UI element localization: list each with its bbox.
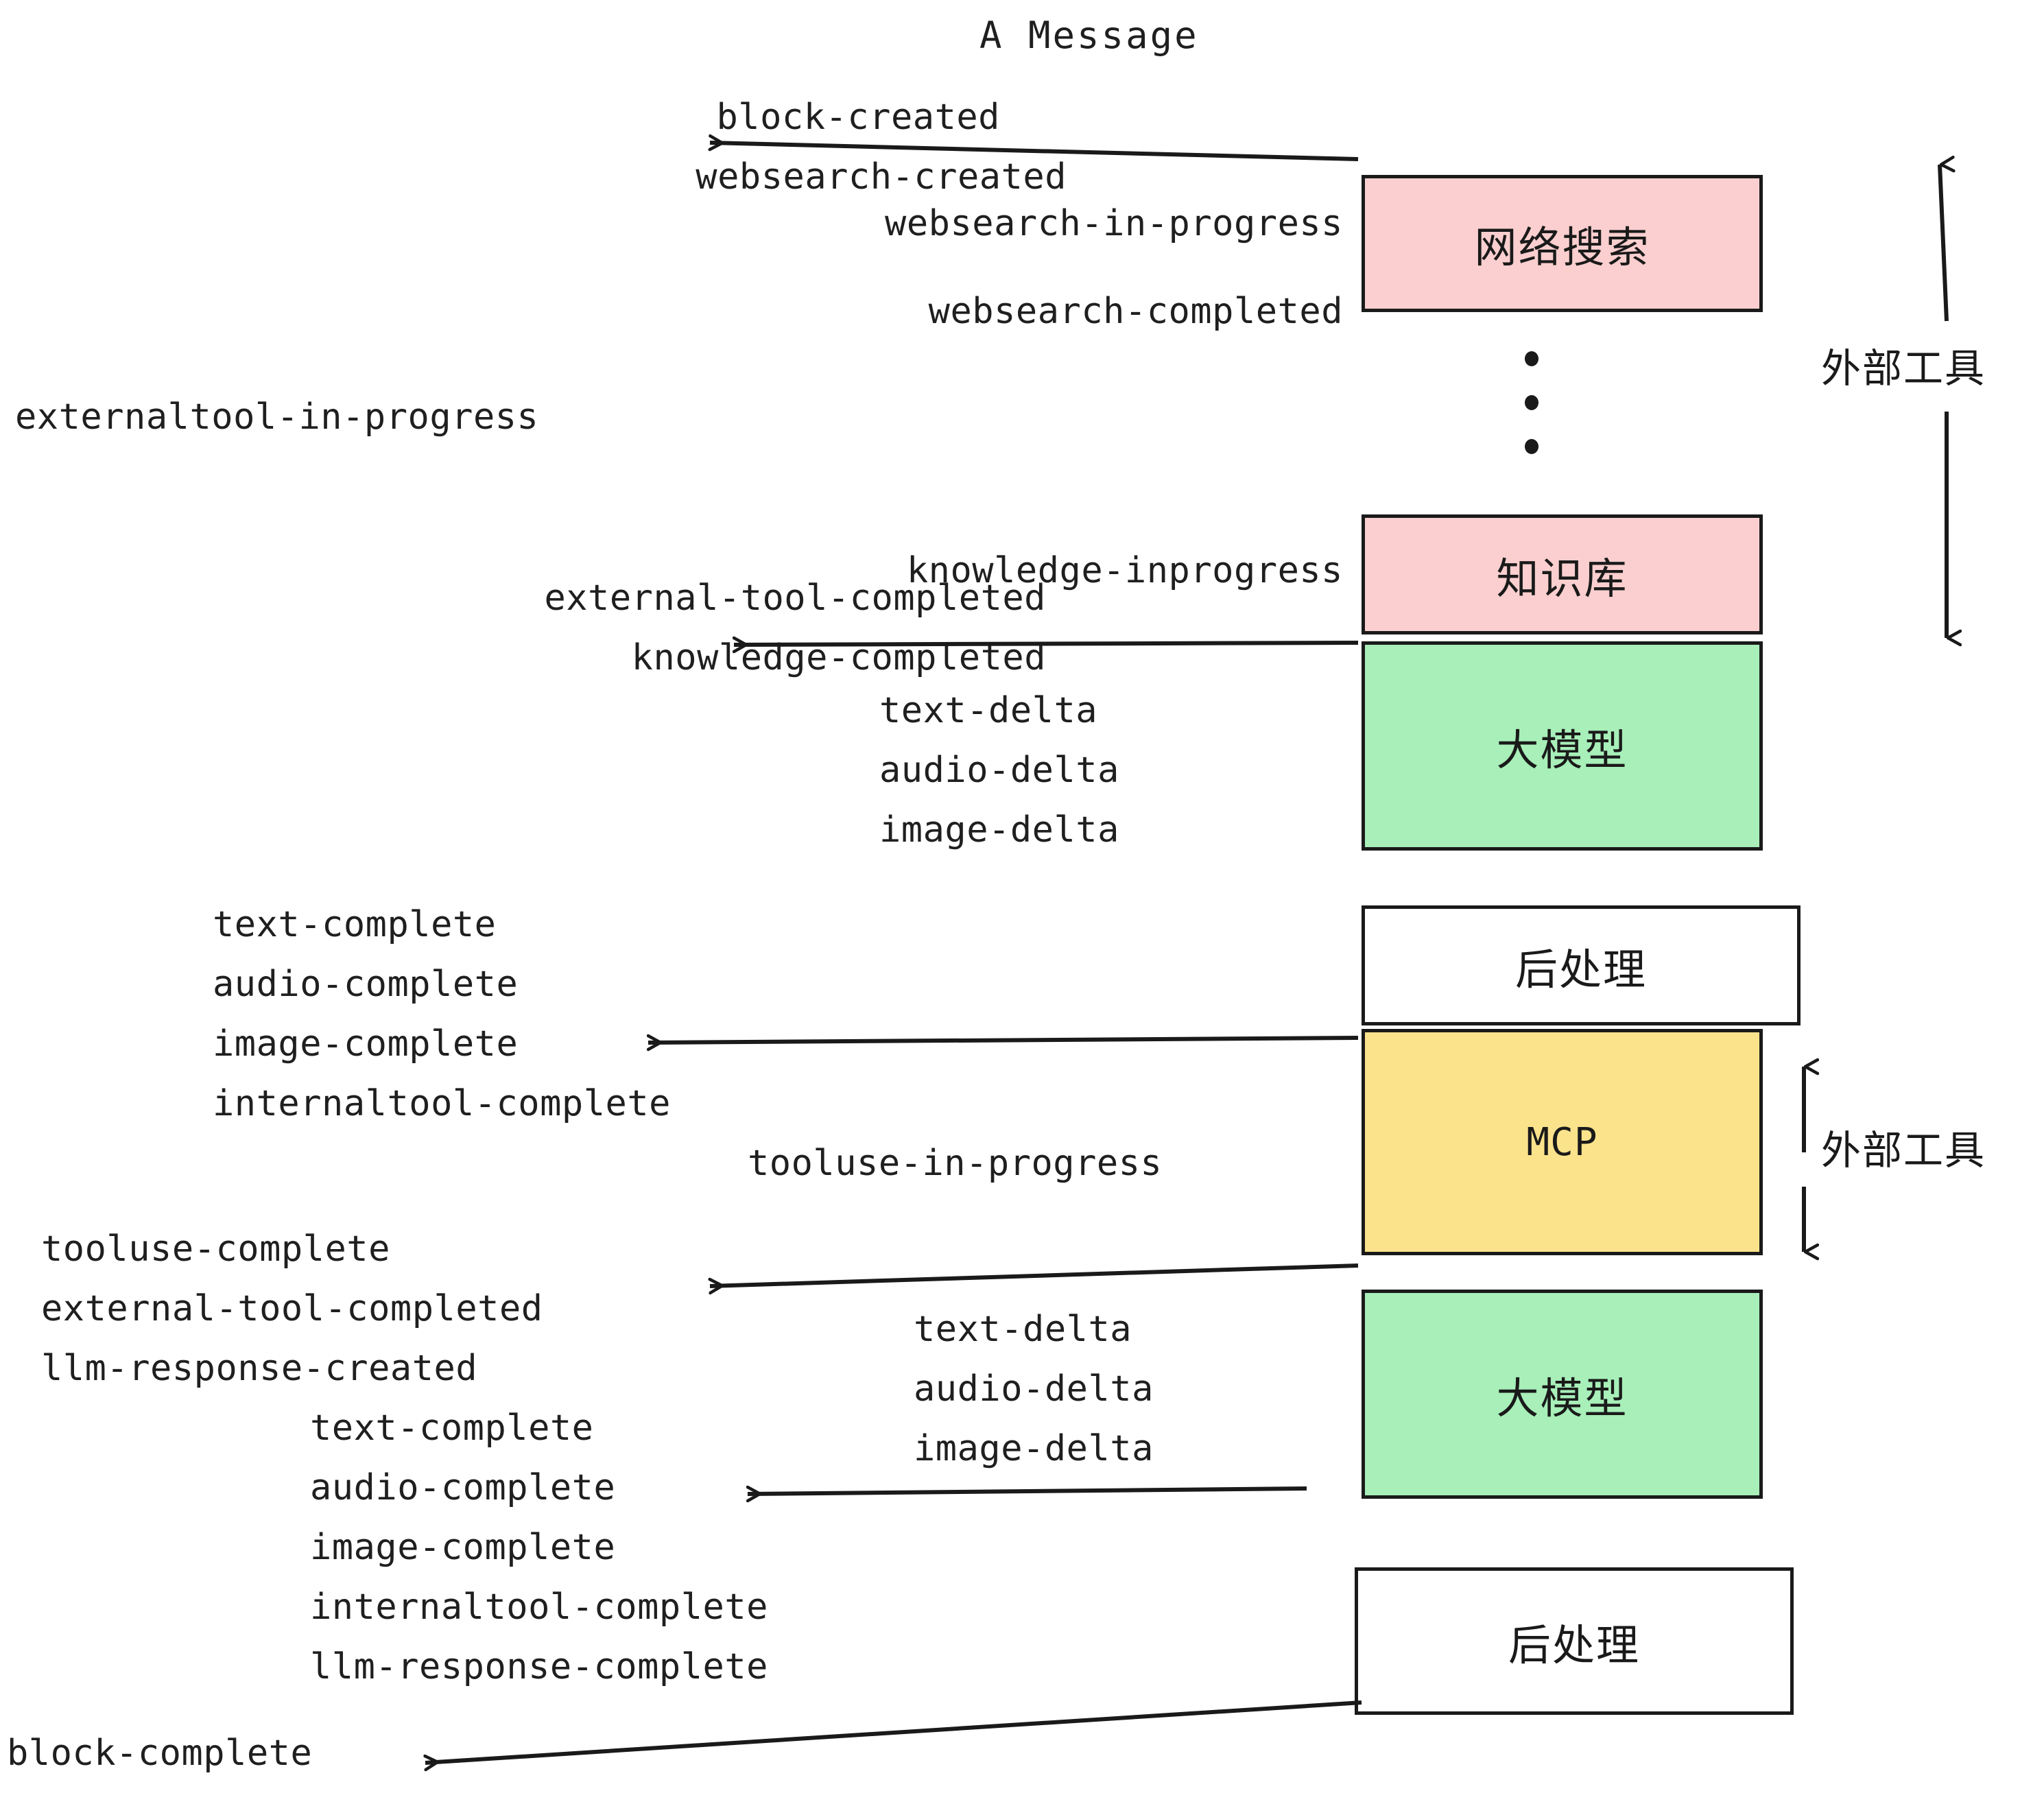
event-audio-complete-2: audio-complete — [310, 1467, 616, 1508]
event-block-complete: block-complete — [7, 1733, 313, 1774]
node-llm-1-label: 大模型 — [1496, 724, 1628, 775]
dot-icon — [1525, 439, 1538, 454]
arrow-external-tool-top-up — [1938, 165, 1947, 322]
node-websearch[interactable]: 网络搜索 — [1362, 175, 1763, 312]
event-websearch-in-progress: websearch-in-progress — [885, 203, 1343, 244]
dot-icon — [1525, 351, 1538, 366]
node-websearch-label: 网络搜索 — [1474, 222, 1650, 272]
event-tooluse-in-progress: tooluse-in-progress — [748, 1143, 1163, 1184]
node-llm-1[interactable]: 大模型 — [1362, 641, 1763, 851]
event-image-delta-1: image-delta — [879, 809, 1119, 851]
diagram-title: A Message — [979, 14, 1199, 57]
event-external-tool-completed-1: external-tool-completed — [544, 578, 1046, 619]
node-postprocess-2-label: 后处理 — [1508, 1619, 1640, 1670]
node-knowledge[interactable]: 知识库 — [1362, 514, 1763, 634]
arrow-postprocess-to-image-complete — [648, 1038, 1359, 1043]
arrow-postprocess2-to-block-complete — [425, 1700, 1362, 1763]
event-knowledge-completed: knowledge-completed — [631, 637, 1046, 678]
bracket-label-external-tool-top: 外部工具 — [1821, 345, 1986, 392]
event-text-complete-1: text-complete — [213, 904, 497, 945]
node-mcp[interactable]: MCP — [1362, 1029, 1763, 1255]
event-tooluse-complete: tooluse-complete — [41, 1229, 390, 1270]
dot-icon — [1525, 395, 1538, 410]
event-llm-response-complete: llm-response-complete — [310, 1646, 768, 1687]
node-postprocess-1[interactable]: 后处理 — [1362, 905, 1801, 1025]
event-audio-complete-1: audio-complete — [213, 964, 519, 1005]
node-llm-2[interactable]: 大模型 — [1362, 1290, 1763, 1499]
event-image-complete-1: image-complete — [213, 1023, 519, 1065]
event-block-created: block-created — [716, 97, 1000, 138]
event-audio-delta-1: audio-delta — [879, 750, 1119, 791]
vertical-ellipsis-dots — [1524, 351, 1539, 454]
event-text-delta-1: text-delta — [879, 690, 1098, 731]
node-llm-2-label: 大模型 — [1496, 1373, 1628, 1423]
node-postprocess-2[interactable]: 后处理 — [1355, 1567, 1794, 1715]
event-text-complete-2: text-complete — [310, 1408, 594, 1449]
event-websearch-completed: websearch-completed — [928, 291, 1343, 332]
event-image-complete-2: image-complete — [310, 1527, 616, 1568]
node-knowledge-label: 知识库 — [1496, 553, 1628, 604]
event-externaltool-in-progress: externaltool-in-progress — [15, 396, 539, 438]
arrow-llm2-to-audio-complete — [748, 1488, 1307, 1494]
bracket-label-external-tool-bottom: 外部工具 — [1821, 1127, 1986, 1174]
event-audio-delta-2: audio-delta — [914, 1368, 1154, 1410]
node-postprocess-1-label: 后处理 — [1514, 944, 1647, 995]
arrow-mcp-to-tooluse-complete — [710, 1263, 1359, 1286]
node-mcp-label: MCP — [1526, 1119, 1598, 1165]
event-internaltool-complete-1: internaltool-complete — [213, 1083, 671, 1124]
event-llm-response-created: llm-response-created — [41, 1348, 478, 1389]
event-websearch-created: websearch-created — [696, 156, 1067, 198]
event-text-delta-2: text-delta — [914, 1309, 1132, 1350]
event-internaltool-complete-2: internaltool-complete — [310, 1587, 768, 1628]
event-knowledge-inprogress: knowledge-inprogress — [906, 550, 1343, 591]
event-external-tool-completed-2: external-tool-completed — [41, 1288, 543, 1329]
event-image-delta-2: image-delta — [914, 1428, 1154, 1469]
